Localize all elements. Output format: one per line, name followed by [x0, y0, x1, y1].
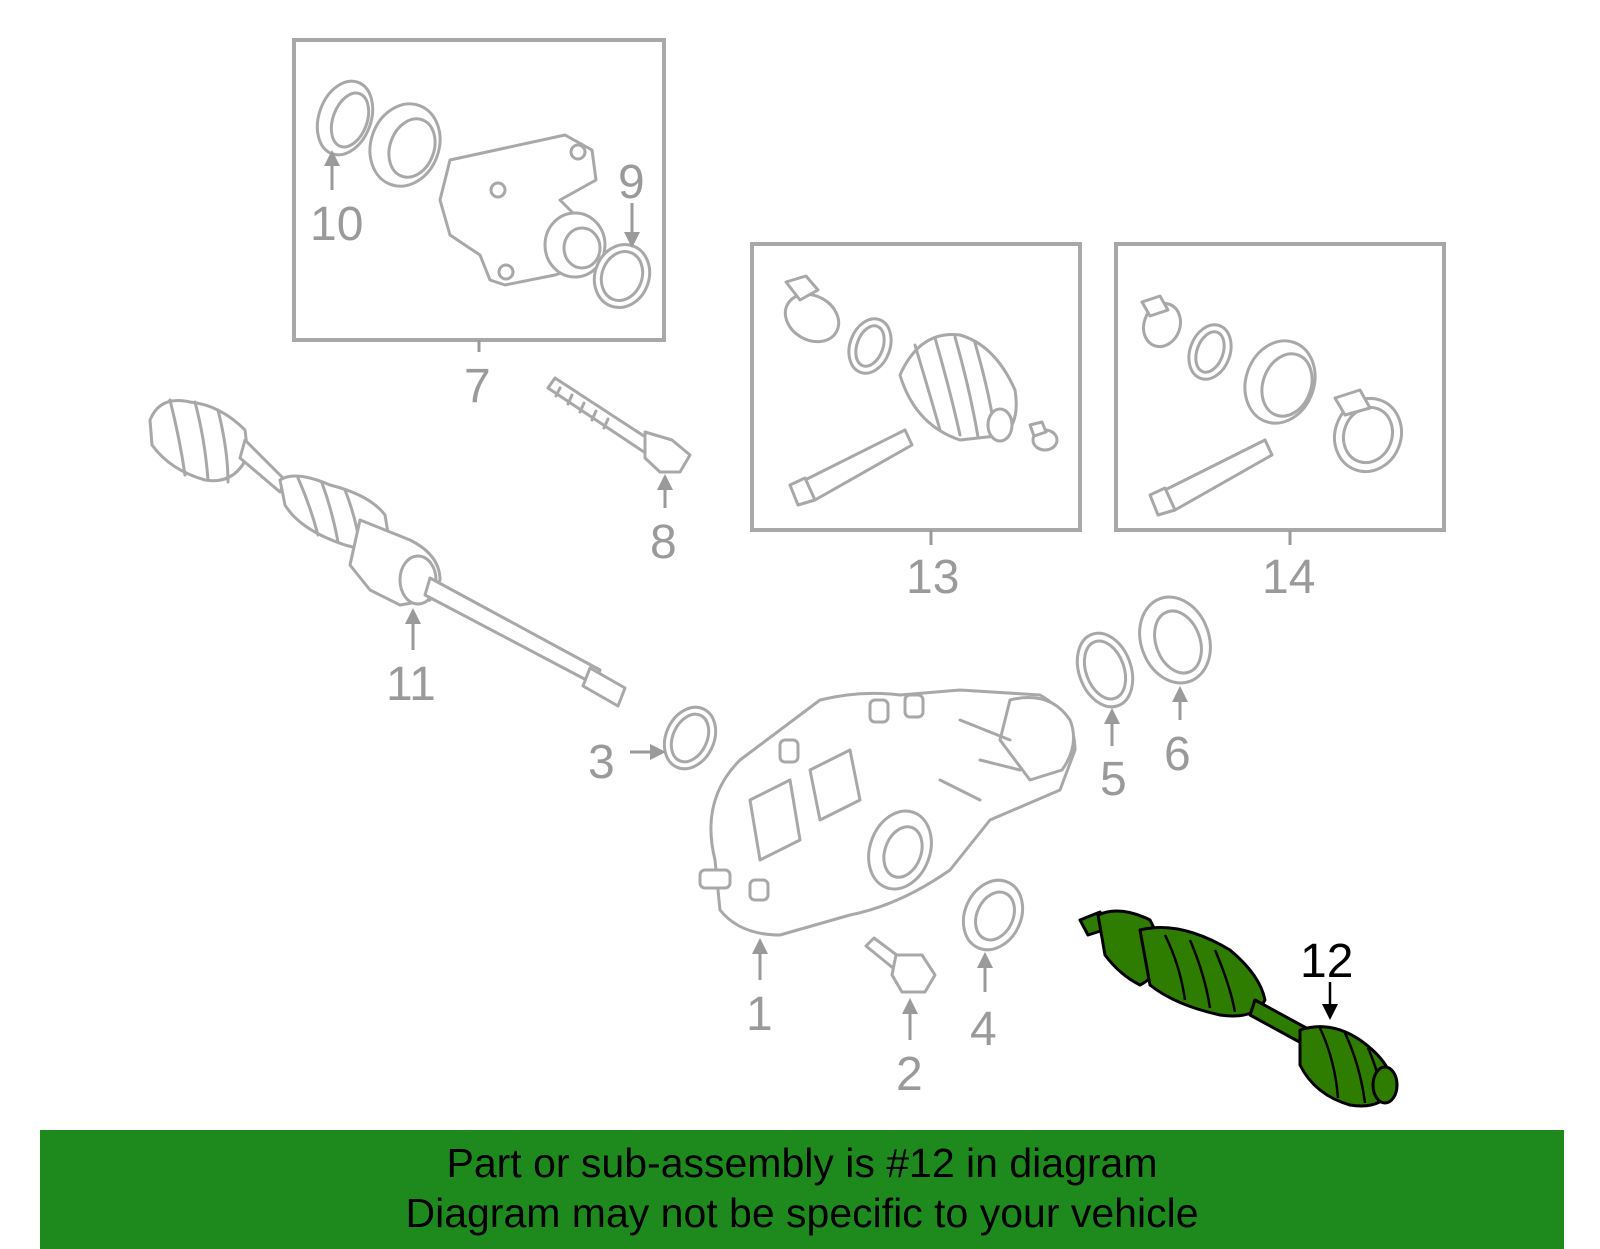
o-ring-3: 3: [588, 705, 718, 789]
callout-label-14: 14: [1262, 551, 1315, 604]
axle-shaft-11: 11: [148, 398, 627, 711]
callout-label-7: 7: [464, 360, 491, 413]
info-banner: Part or sub-assembly is #12 in diagram D…: [40, 1130, 1564, 1249]
seal-4: 4: [961, 878, 1025, 1056]
callout-label-13: 13: [906, 551, 959, 604]
kit-box-7: 10 9 7: [292, 38, 666, 413]
banner-line-2: Diagram may not be specific to your vehi…: [405, 1190, 1199, 1236]
kit-box-13: 13: [750, 242, 1082, 604]
callout-label-1: 1: [746, 988, 773, 1041]
callout-label-4: 4: [970, 1003, 997, 1056]
callout-label-6: 6: [1164, 728, 1191, 781]
axle-shaft-12-highlighted: 12: [1078, 909, 1399, 1108]
callout-label-5: 5: [1100, 753, 1127, 806]
callout-label-11: 11: [386, 658, 436, 711]
callout-label-12: 12: [1300, 935, 1353, 988]
callout-label-10: 10: [310, 198, 363, 251]
callout-label-9: 9: [618, 156, 645, 209]
callout-label-8: 8: [650, 516, 677, 569]
bolt-2: 2: [864, 936, 937, 1101]
kit-box-14: 14: [1114, 242, 1446, 604]
seal-5: 5: [1075, 631, 1135, 806]
bolt-8: 8: [546, 376, 692, 569]
callout-label-2: 2: [896, 1048, 923, 1101]
seal-6: 6: [1138, 595, 1212, 781]
differential-housing-1: 1: [698, 688, 1077, 1041]
banner-line-1: Part or sub-assembly is #12 in diagram: [446, 1140, 1158, 1186]
callout-label-3: 3: [588, 736, 615, 789]
